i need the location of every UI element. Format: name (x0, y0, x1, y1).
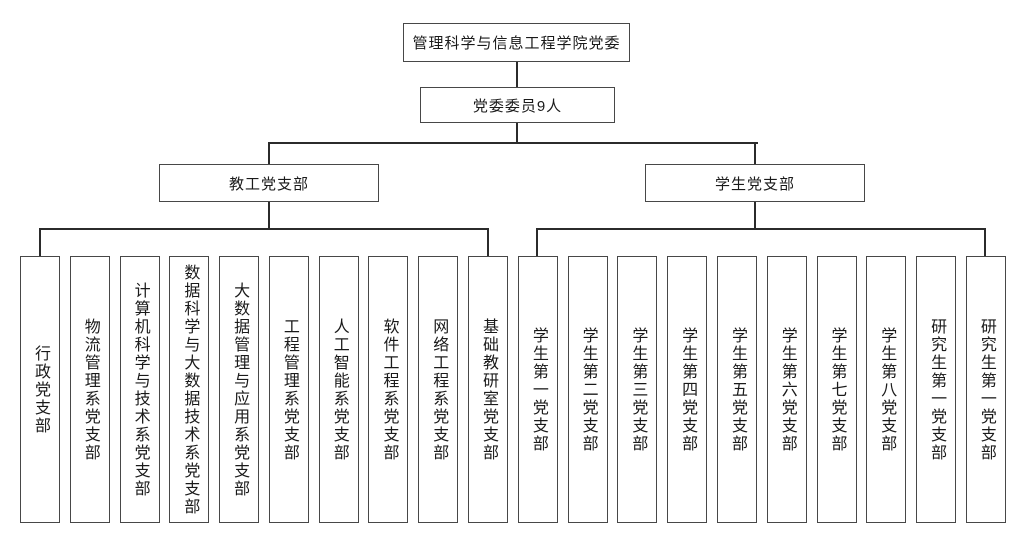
connector-faculty-rail-right-drop (487, 228, 489, 256)
leaf-box: 学生第三党支部 (617, 256, 658, 523)
leaf-label: 学生第二党支部 (579, 326, 597, 453)
leaf-box: 物流管理系党支部 (69, 256, 110, 523)
leaf-label: 基础教研室党支部 (480, 317, 498, 462)
connector-faculty-rail (39, 228, 489, 230)
leaf-box: 计算机科学与技术系党支部 (119, 256, 160, 523)
connector-branch-rail (268, 142, 758, 144)
leaf-label: 学生第七党支部 (828, 326, 846, 453)
connector-student-rail-left-drop (536, 228, 538, 256)
leaf-box: 学生第四党支部 (667, 256, 708, 523)
leaf-box: 网络工程系党支部 (418, 256, 459, 523)
leaf-box: 基础教研室党支部 (468, 256, 509, 523)
leaf-label: 软件工程系党支部 (380, 317, 398, 462)
leaf-box: 大数据管理与应用系党支部 (219, 256, 260, 523)
leaf-box: 行政党支部 (20, 256, 60, 523)
leaf-label: 计算机科学与技术系党支部 (131, 281, 149, 498)
student-branch-label: 学生党支部 (714, 175, 795, 193)
leaf-label: 学生第六党支部 (778, 326, 796, 453)
faculty-branch-box: 教工党支部 (159, 164, 379, 202)
leaf-box: 学生第一党支部 (517, 256, 558, 523)
committee-box: 党委委员9人 (420, 87, 615, 123)
leaf-box: 数据科学与大数据技术系党支部 (169, 256, 210, 523)
leaf-box: 学生第七党支部 (816, 256, 857, 523)
leaf-label: 物流管理系党支部 (81, 317, 99, 462)
connector-drop-student (754, 142, 756, 164)
leaf-label: 工程管理系党支部 (280, 317, 298, 462)
leaf-box: 研究生第一党支部 (965, 256, 1006, 523)
leaf-row: 行政党支部 物流管理系党支部 计算机科学与技术系党支部 数据科学与大数据技术系党支部 大… (20, 256, 1006, 523)
leaf-label: 学生第八党支部 (878, 326, 896, 453)
leaf-label: 研究生第一党支部 (928, 317, 946, 462)
connector-faculty-rail-left-drop (39, 228, 41, 256)
leaf-label: 研究生第一党支部 (977, 317, 995, 462)
connector-drop-faculty (268, 142, 270, 164)
leaf-box: 学生第六党支部 (766, 256, 807, 523)
leaf-label: 学生第三党支部 (629, 326, 647, 453)
faculty-branch-label: 教工党支部 (228, 175, 309, 193)
leaf-label: 网络工程系党支部 (430, 317, 448, 462)
leaf-box: 学生第二党支部 (567, 256, 608, 523)
connector-faculty-down (268, 202, 270, 230)
committee-label: 党委委员9人 (472, 97, 563, 115)
student-branch-box: 学生党支部 (645, 164, 865, 202)
leaf-box: 工程管理系党支部 (268, 256, 309, 523)
leaf-label: 学生第一党支部 (529, 326, 547, 453)
leaf-label: 学生第五党支部 (728, 326, 746, 453)
leaf-label: 行政党支部 (32, 344, 49, 435)
leaf-box: 人工智能系党支部 (318, 256, 359, 523)
leaf-box: 研究生第一党支部 (916, 256, 957, 523)
connector-student-rail-right-drop (984, 228, 986, 256)
leaf-box: 学生第五党支部 (716, 256, 757, 523)
leaf-label: 学生第四党支部 (679, 326, 697, 453)
leaf-label: 大数据管理与应用系党支部 (231, 281, 249, 498)
connector-student-rail (536, 228, 986, 230)
connector-student-down (754, 202, 756, 230)
leaf-box: 学生第八党支部 (866, 256, 907, 523)
leaf-box: 软件工程系党支部 (368, 256, 409, 523)
leaf-label: 数据科学与大数据技术系党支部 (181, 263, 199, 516)
root-label: 管理科学与信息工程学院党委 (412, 35, 621, 52)
leaf-label: 人工智能系党支部 (330, 317, 348, 462)
root-box: 管理科学与信息工程学院党委 (403, 23, 630, 62)
connector-root-committee (516, 62, 518, 87)
connector-committee-down (516, 123, 518, 144)
